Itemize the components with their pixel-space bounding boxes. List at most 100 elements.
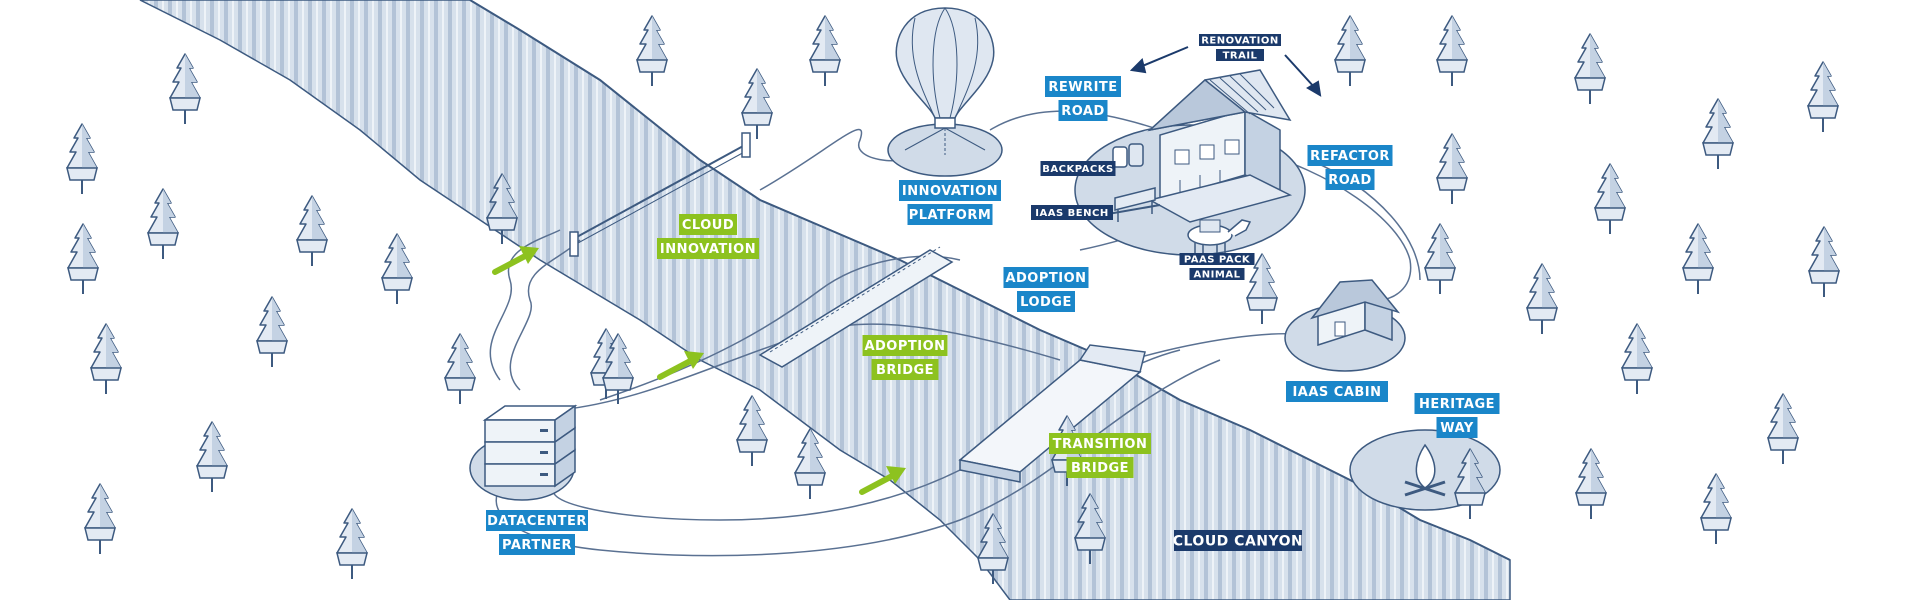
label-box	[1031, 205, 1113, 220]
tree-icon	[1436, 133, 1468, 205]
label-text: ADOPTION	[864, 339, 945, 354]
arrow-icon	[495, 246, 539, 272]
label-box	[1017, 291, 1075, 312]
label-text: IAAS CABIN	[1292, 385, 1381, 400]
label-text: CLOUD CANYON	[1173, 534, 1304, 550]
label-iaas-cabin: IAAS CABIN	[1286, 381, 1388, 402]
label-box	[907, 204, 993, 225]
label-box	[1216, 49, 1264, 61]
cabin-icon	[1309, 279, 1401, 347]
label-box	[899, 180, 1001, 201]
tree-icon	[147, 188, 179, 260]
label-text: REFACTOR	[1310, 149, 1390, 164]
campfire-icon	[1404, 443, 1446, 497]
bench-icon	[1107, 187, 1161, 222]
label-box	[1414, 393, 1500, 414]
label-iaas-bench: IAAS BENCH	[1031, 205, 1113, 220]
label-text: CLOUD	[682, 218, 734, 233]
label-box	[486, 510, 588, 531]
label-box	[871, 359, 939, 380]
transition-bridge	[958, 344, 1146, 483]
tree-icon	[444, 333, 476, 405]
labels-layer: RENOVATION TRAIL REWRITE ROAD INNOVATION PLAT…	[486, 34, 1500, 555]
label-heritage-way: HERITAGE WAY	[1414, 393, 1500, 438]
label-box	[1066, 457, 1134, 478]
tree-icon	[90, 323, 122, 395]
tree-icon	[794, 428, 826, 500]
tree-icon	[741, 68, 773, 140]
tree-icon	[1334, 15, 1366, 87]
label-text: TRAIL	[1223, 51, 1258, 62]
tree-icon	[84, 483, 116, 555]
label-text: HERITAGE	[1419, 397, 1495, 412]
label-transition-bridge: TRANSITION BRIDGE	[1049, 433, 1151, 478]
backpacks-icon	[1112, 143, 1144, 168]
label-text: BRIDGE	[1071, 461, 1129, 476]
label-box	[499, 534, 575, 555]
label-box	[1436, 417, 1478, 438]
tree-icon	[1767, 393, 1799, 465]
label-cloud-innovation: CLOUD INNOVATION	[657, 214, 759, 259]
label-cloud-canyon: CLOUD CANYON	[1173, 530, 1304, 551]
label-paas-pack-animal: PAAS PACK ANIMAL	[1179, 253, 1255, 281]
tree-icon	[809, 15, 841, 87]
label-text: ANIMAL	[1194, 270, 1241, 281]
label-text: PLATFORM	[909, 208, 992, 223]
label-text: PAAS PACK	[1184, 255, 1251, 266]
tree-icon	[636, 15, 668, 87]
label-text: TRANSITION	[1053, 437, 1148, 452]
label-box	[1179, 253, 1255, 265]
tree-icon	[67, 223, 99, 295]
tree-icon	[1682, 223, 1714, 295]
label-box	[862, 335, 948, 356]
label-box	[1174, 530, 1302, 551]
label-innovation-platform: INNOVATION PLATFORM	[899, 180, 1001, 225]
renovation-arrows	[1129, 46, 1322, 97]
label-text: INNOVATION	[660, 242, 756, 257]
label-box	[1199, 34, 1281, 46]
cloud-innovation-bridge	[569, 132, 751, 257]
label-text: REWRITE	[1048, 80, 1117, 95]
label-text: INNOVATION	[902, 184, 998, 199]
label-adoption-lodge: ADOPTION LODGE	[1003, 267, 1089, 312]
label-renovation-trail: RENOVATION TRAIL	[1199, 34, 1281, 62]
label-backpacks: BACKPACKS	[1040, 161, 1116, 176]
label-box	[657, 238, 759, 259]
tree-icon	[296, 195, 328, 267]
label-box	[1045, 76, 1121, 97]
label-text: DATACENTER	[487, 514, 587, 529]
tree-icon	[196, 421, 228, 493]
label-refactor-road: REFACTOR ROAD	[1307, 145, 1393, 190]
lodge-icon	[1147, 69, 1293, 223]
label-text: BRIDGE	[876, 363, 934, 378]
tree-icon	[1424, 223, 1456, 295]
tree-icon	[736, 395, 768, 467]
label-rewrite-road: REWRITE ROAD	[1045, 76, 1121, 121]
tree-icon	[256, 296, 288, 368]
label-text: ROAD	[1061, 104, 1105, 119]
tree-icon	[1436, 15, 1468, 87]
label-text: ROAD	[1328, 173, 1372, 188]
label-box	[1286, 381, 1388, 402]
label-box	[1325, 169, 1375, 190]
label-box	[679, 214, 737, 235]
label-adoption-bridge: ADOPTION BRIDGE	[862, 335, 948, 380]
label-text: WAY	[1440, 421, 1474, 436]
tree-icon	[1574, 33, 1606, 105]
tree-icon	[1526, 263, 1558, 335]
label-text: LODGE	[1020, 295, 1072, 310]
label-text: ADOPTION	[1005, 271, 1086, 286]
label-text: RENOVATION	[1201, 36, 1279, 47]
tree-icon	[1702, 98, 1734, 170]
label-box	[1003, 267, 1089, 288]
label-box	[1307, 145, 1393, 166]
label-box	[1049, 433, 1151, 454]
tree-icon	[1575, 448, 1607, 520]
label-text: IAAS BENCH	[1035, 208, 1108, 219]
tree-icon	[381, 233, 413, 305]
tree-icon	[1808, 226, 1840, 298]
cloud-canyon	[139, 0, 1511, 600]
label-text: BACKPACKS	[1042, 164, 1113, 175]
